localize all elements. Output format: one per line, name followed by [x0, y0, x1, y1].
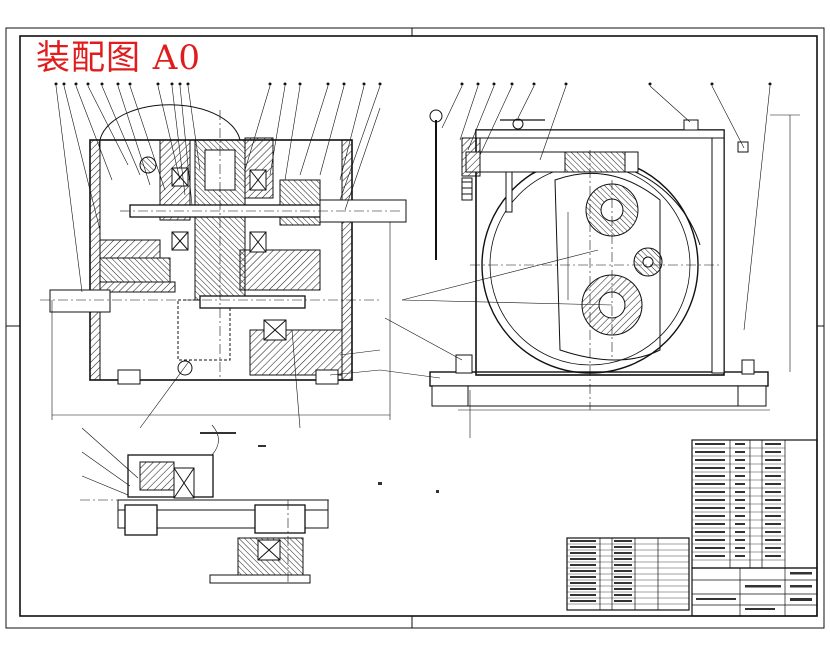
front-section-view: [40, 82, 407, 429]
misc-marks: [200, 432, 439, 493]
title-block: [691, 439, 818, 617]
drawing-frame: [5, 27, 825, 629]
detail-view: [80, 424, 330, 585]
drawing-title: 装配图 A0: [36, 38, 201, 78]
side-view: [379, 82, 800, 438]
parts-list-left: [566, 537, 690, 611]
